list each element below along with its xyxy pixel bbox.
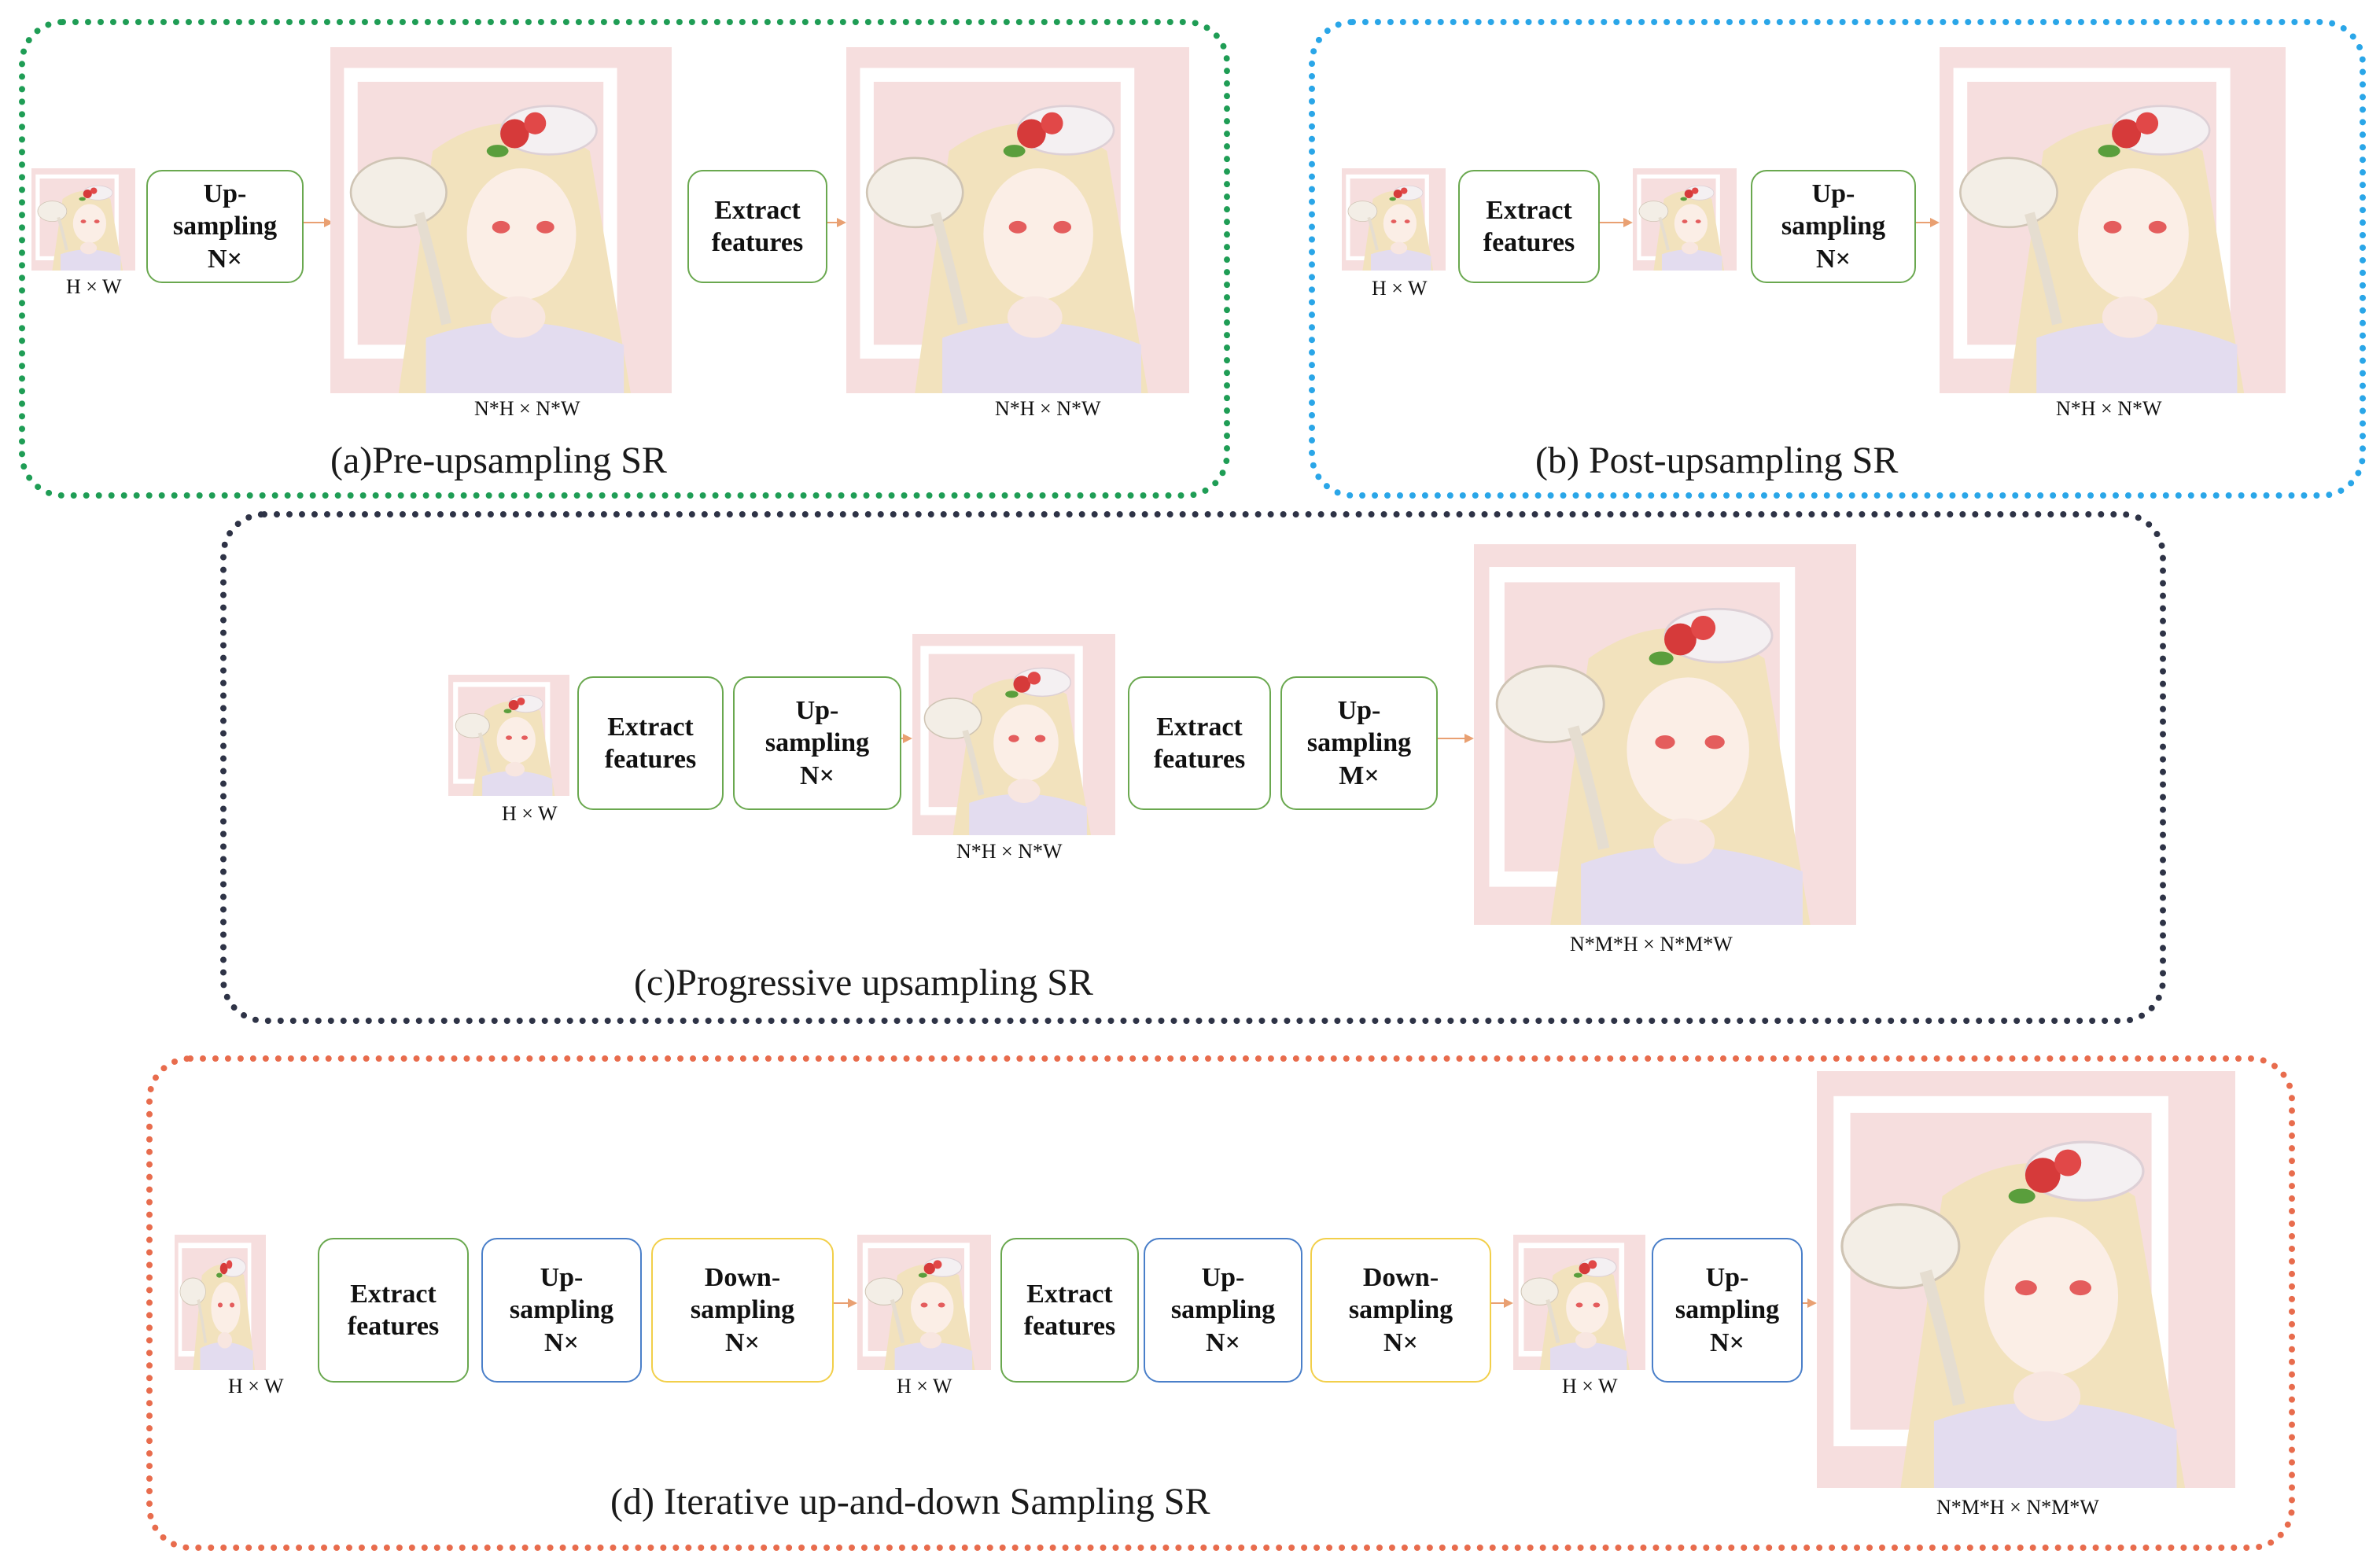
illustration-graphic [453, 682, 555, 796]
dim-label-hw-d3: H × W [1562, 1375, 1618, 1397]
caption-c: (c)Progressive upsampling SR [634, 962, 1093, 1003]
dim-label-nhnw-a1: N*H × N*W [474, 397, 580, 420]
input-image-b [1342, 168, 1446, 271]
illustration-graphic [862, 1243, 975, 1370]
illustration-graphic [1953, 68, 2245, 393]
output-image-a [846, 47, 1189, 393]
arrow-a1 [304, 218, 333, 227]
mid-image-d3 [1513, 1235, 1645, 1370]
illustration-graphic [35, 174, 123, 271]
panel-iterative-up-down [146, 1055, 2295, 1551]
upsampled-image-a [330, 47, 672, 393]
mid-image-d2 [857, 1235, 991, 1370]
arrow-b1 [1600, 218, 1633, 227]
caption-a: (a)Pre-upsampling SR [330, 440, 667, 481]
arrow-d1 [834, 1298, 857, 1308]
input-image-c [448, 675, 569, 796]
illustration-graphic [920, 646, 1092, 835]
arrow-a2 [827, 218, 846, 227]
arrow-d2 [1491, 1298, 1513, 1308]
arrow-c2 [1438, 734, 1474, 743]
dim-label-nhnw-a2: N*H × N*W [995, 397, 1101, 420]
output-image-d [1817, 1071, 2235, 1488]
illustration-graphic [1518, 1243, 1630, 1370]
dim-label-hw-d1: H × W [228, 1375, 284, 1397]
dim-label-hw-d2: H × W [897, 1375, 952, 1397]
mid-image-c [912, 634, 1115, 835]
illustration-graphic [1833, 1096, 2186, 1488]
illustration-graphic [860, 68, 1148, 393]
arrow-d3 [1803, 1298, 1817, 1308]
dim-label-hw-a: H × W [66, 275, 122, 298]
illustration-graphic [1637, 174, 1725, 271]
illustration-graphic [178, 1243, 256, 1370]
illustration-graphic [1346, 174, 1434, 271]
dim-label-nhnw-b: N*H × N*W [2056, 397, 2162, 420]
panel-post-upsampling [1309, 19, 2366, 499]
dim-label-nhnw-c: N*H × N*W [956, 840, 1063, 863]
arrow-c1 [901, 734, 912, 743]
dim-label-hw-b: H × W [1372, 277, 1428, 300]
input-image-d1 [175, 1235, 266, 1370]
panel-progressive-upsampling [220, 511, 2166, 1024]
caption-b: (b) Post-upsampling SR [1535, 440, 1899, 481]
dim-label-nmh-c: N*M*H × N*M*W [1570, 933, 1733, 956]
caption-d: (d) Iterative up-and-down Sampling SR [610, 1481, 1210, 1523]
illustration-graphic [1489, 567, 1811, 925]
dim-label-hw-c: H × W [502, 802, 558, 825]
arrow-b2 [1916, 218, 1940, 227]
input-image-a [31, 168, 135, 271]
output-image-c [1474, 544, 1856, 925]
dim-label-nmh-d: N*M*H × N*M*W [1936, 1496, 2099, 1519]
illustration-graphic [344, 68, 631, 393]
panel-pre-upsampling [19, 19, 1230, 499]
feature-image-b [1633, 168, 1737, 271]
output-image-b [1940, 47, 2286, 393]
